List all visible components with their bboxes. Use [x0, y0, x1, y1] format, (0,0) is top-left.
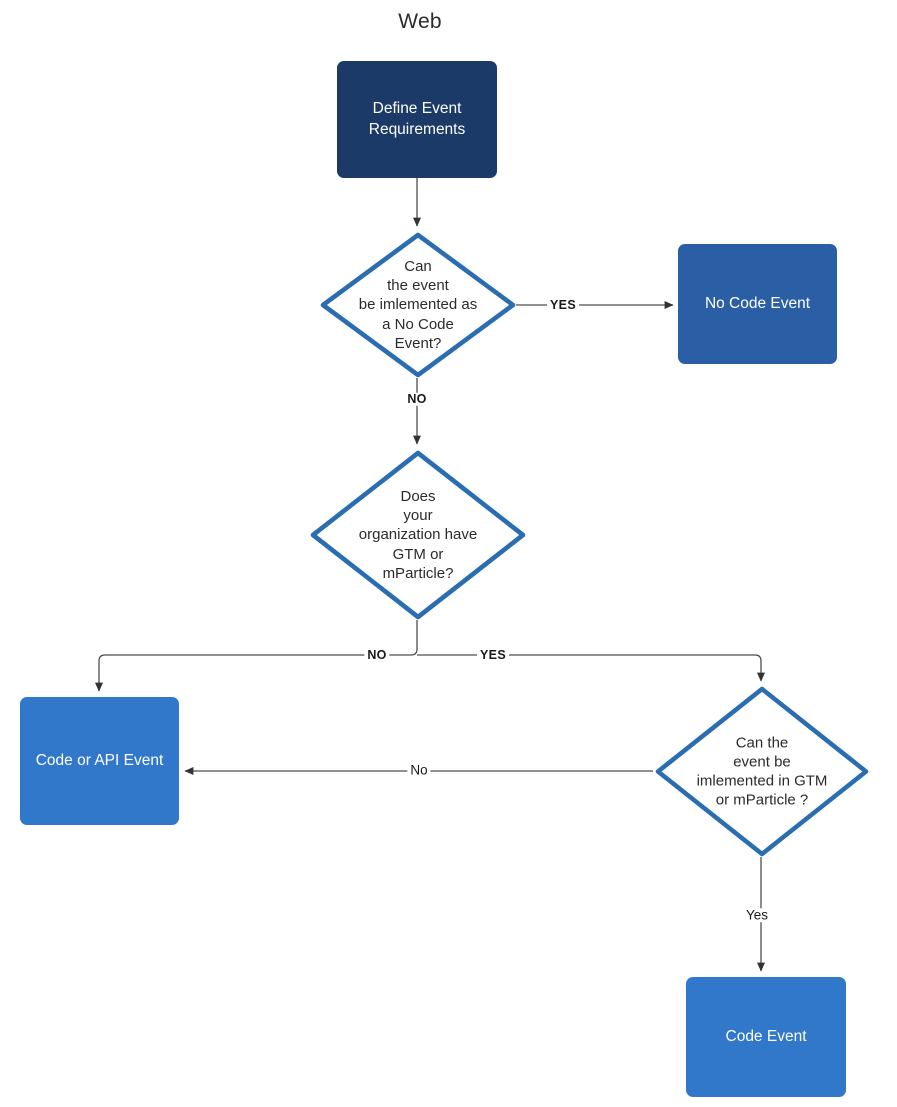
node-label: Can the event be imlemented in GTM or mP…: [696, 734, 828, 809]
edge-gtm-question-to-gtm-impl-question: [417, 654, 765, 682]
node-define-event-requirements[interactable]: Define Event Requirements: [337, 61, 497, 178]
edge-label-no-to-gtm-question: NO: [404, 393, 430, 406]
edge-label-yes-to-code-event: Yes: [742, 908, 772, 922]
node-code-or-api-event[interactable]: Code or API Event: [20, 697, 179, 825]
diamond-shape: [320, 232, 516, 378]
edge-label-yes-no-code: YES: [547, 299, 579, 312]
diamond-shape: [655, 686, 869, 857]
node-can-no-code-event[interactable]: Can the event be imlemented as a No Code…: [320, 232, 516, 378]
node-no-code-event[interactable]: No Code Event: [678, 244, 837, 364]
node-label: Can the event be imlemented as a No Code…: [358, 258, 478, 352]
edge-label-yes-to-gtm-impl: YES: [477, 649, 509, 662]
node-has-gtm-or-mparticle[interactable]: Does your organization have GTM or mPart…: [310, 450, 526, 620]
node-label: Does your organization have GTM or mPart…: [358, 488, 478, 582]
diagram-title: Web: [398, 10, 442, 33]
edge-label-no-to-code-or-api: NO: [364, 649, 390, 662]
diamond-shape: [310, 450, 526, 620]
node-can-implement-in-gtm[interactable]: Can the event be imlemented in GTM or mP…: [655, 686, 869, 857]
node-code-event[interactable]: Code Event: [686, 977, 846, 1097]
edge-label-no-to-code-or-api-2: No: [407, 763, 431, 777]
